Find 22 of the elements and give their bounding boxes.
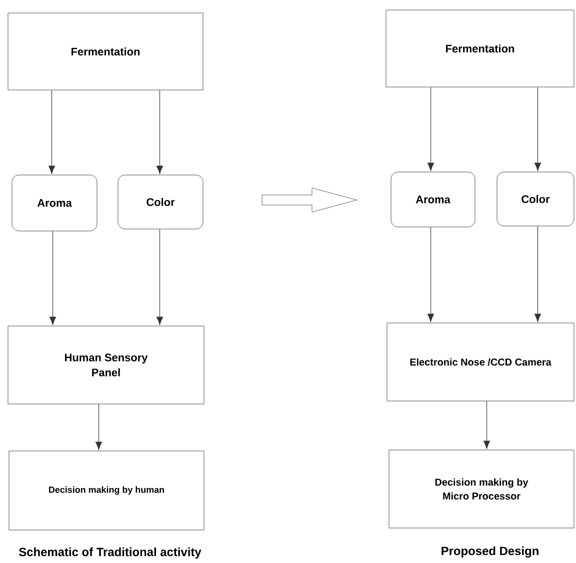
arrow: [483, 400, 490, 449]
arrow: [427, 226, 434, 322]
process-box: Fermentation: [8, 12, 204, 90]
arrow: [48, 90, 56, 174]
arrow: [534, 86, 542, 171]
process-box: Electronic Nose /CCD Camera: [386, 322, 574, 402]
rounded-box: Aroma: [390, 172, 476, 228]
arrow: [427, 86, 434, 171]
rounded-box: Color: [496, 172, 574, 226]
caption: Schematic of Traditional activity: [19, 547, 202, 559]
arrow: [96, 404, 102, 450]
rounded-box: Aroma: [12, 174, 98, 232]
caption: Proposed Design: [442, 546, 538, 558]
process-box: Fermentation: [386, 10, 574, 88]
process-box: Decision making by human: [8, 450, 204, 530]
arrow: [50, 230, 56, 325]
rounded-box: Color: [118, 174, 204, 230]
arrow: [534, 226, 542, 322]
process-box: Human Sensory Panel: [8, 326, 204, 404]
process-box: Decision making by Micro Processor: [388, 450, 574, 528]
arrow: [156, 90, 164, 174]
arrow: [156, 228, 164, 325]
